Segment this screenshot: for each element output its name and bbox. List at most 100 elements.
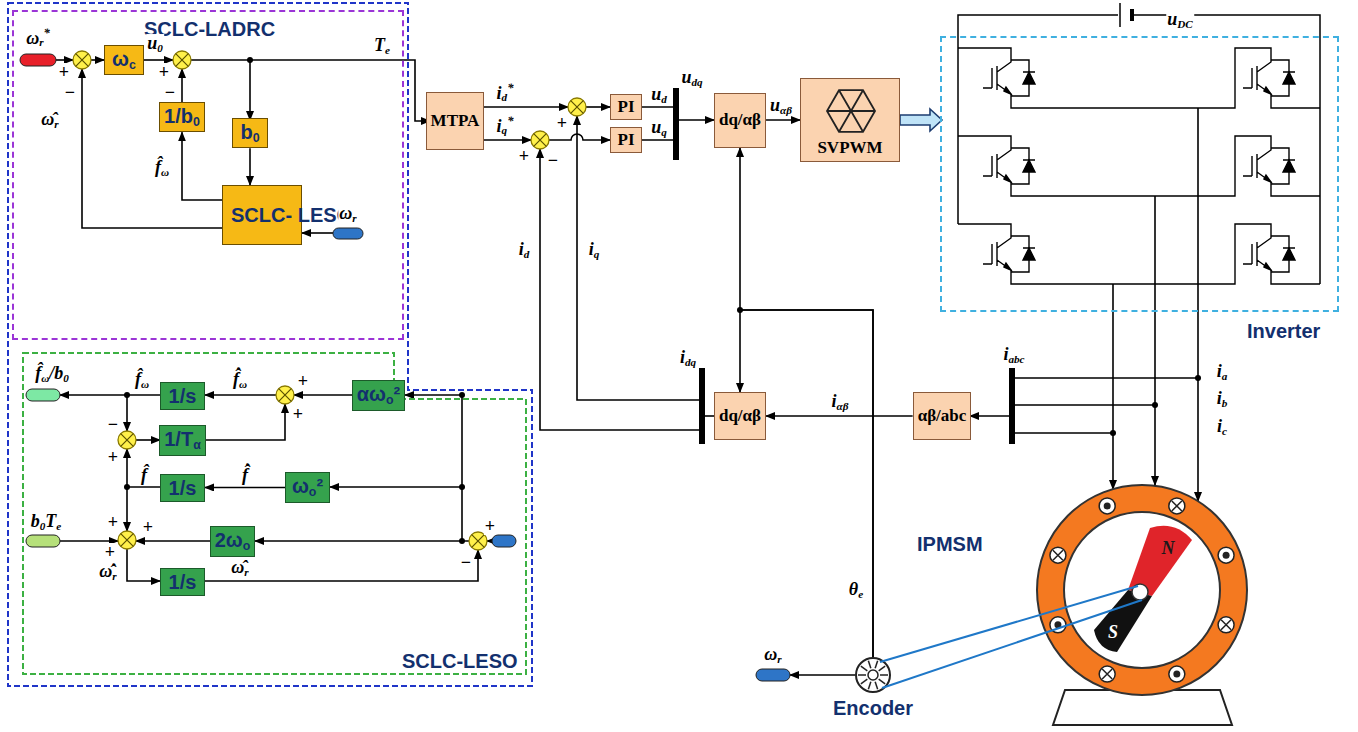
summing-junction <box>121 534 134 547</box>
subscript: c <box>129 58 136 72</box>
signal-label: ωr <box>338 204 357 224</box>
gain-box: ωo² <box>285 472 330 503</box>
signal-label: θe <box>848 580 864 600</box>
encoder-symbol <box>858 674 866 676</box>
box-text: PI <box>618 131 635 150</box>
inverter-region: Inverter <box>942 38 1337 310</box>
gain-box: 1/Tα <box>159 425 206 456</box>
box-text: ωo² <box>292 475 323 500</box>
signal-wire <box>127 486 160 488</box>
encoder-symbol <box>875 661 877 669</box>
inverter-circuit <box>1130 9 1134 21</box>
sign-label: + <box>158 63 170 81</box>
gain-box: 1/b0 <box>159 102 205 133</box>
subscript: q <box>502 124 508 136</box>
igbt-switch <box>983 232 1035 276</box>
summing-junction <box>531 131 549 149</box>
sign-label: + <box>292 405 304 423</box>
subscript: r <box>352 212 356 224</box>
region-outline <box>8 3 532 686</box>
signal-label: ωr <box>763 645 782 665</box>
subscript: r <box>54 118 58 130</box>
sign-label: − <box>164 83 176 101</box>
signal-label: ic <box>1216 417 1228 437</box>
summing-junction <box>118 431 136 449</box>
igbt-switch <box>1004 263 1011 270</box>
igbt-switch <box>1271 188 1320 196</box>
signal-wire <box>302 232 333 234</box>
junction-dot <box>247 57 253 63</box>
motor: IPMSM <box>1035 485 1250 700</box>
subscript: o <box>243 539 251 553</box>
summing-junction <box>176 54 189 67</box>
stator-coil <box>1169 666 1185 682</box>
summing-junction <box>173 51 191 69</box>
subscript: r <box>112 570 116 582</box>
signal-label: S <box>1107 623 1119 641</box>
signal-wire <box>127 549 160 581</box>
stator-coil <box>1102 669 1112 679</box>
box-text: SCLC- LESO <box>231 204 293 226</box>
signal-wire <box>480 106 568 108</box>
sign-label: − <box>547 151 559 169</box>
subscript: α <box>193 438 201 452</box>
subscript: 0 <box>63 372 69 384</box>
signal-wire <box>205 394 276 396</box>
gain-box: αωo² <box>352 380 405 411</box>
box-text: αωo² <box>357 383 400 408</box>
gain-box: b0 <box>232 118 268 149</box>
signal-label: ω̂̇r <box>98 562 117 582</box>
connector <box>766 119 800 121</box>
stator-coil <box>1172 501 1182 511</box>
igbt-switch <box>1004 175 1011 182</box>
subscript: r <box>777 653 781 665</box>
junction-dot <box>1195 375 1201 381</box>
transform-box: dq/αβ <box>714 93 766 148</box>
signal-wire <box>549 134 610 140</box>
bus-bar <box>673 88 1015 444</box>
superscript: * <box>507 114 513 128</box>
observer-region <box>23 353 526 674</box>
box-text: SVPWM <box>817 139 882 158</box>
signal-wire <box>56 59 73 61</box>
sign-label: − <box>64 83 76 101</box>
stator-coil <box>1099 666 1115 682</box>
signal-wire <box>126 449 128 487</box>
igbt-switch <box>1004 87 1011 94</box>
subscript: ω <box>161 166 169 178</box>
signal-wire <box>191 60 430 121</box>
signal-wire <box>480 139 531 141</box>
signal-wire <box>60 540 118 542</box>
connector <box>766 415 913 417</box>
signal-label: ωr* <box>25 27 51 48</box>
signal-wire <box>60 394 160 396</box>
signal-label: f̂̇ <box>241 466 249 484</box>
subscript: e <box>56 520 61 532</box>
signal-label: u0 <box>146 34 164 54</box>
inverter-circuit <box>958 3 1320 284</box>
junction-dot <box>459 484 465 490</box>
subscript: d <box>524 248 530 260</box>
igbt-switch <box>1271 100 1320 108</box>
signal-wire <box>144 59 173 61</box>
junction-dot <box>124 484 130 490</box>
subscript: ω <box>141 378 149 390</box>
region-title: IPMSM <box>917 533 983 555</box>
signal-label: udq <box>680 68 703 88</box>
encoder-symbol <box>861 679 867 684</box>
stator-coil <box>1173 671 1180 678</box>
subscript: DC <box>1177 18 1193 30</box>
signal-label: ib <box>1216 389 1229 409</box>
igbt-switch <box>1271 276 1320 284</box>
subscript: q <box>661 126 667 138</box>
signal-terminal <box>333 228 363 239</box>
sign-label: + <box>518 147 530 165</box>
connector <box>900 109 942 131</box>
signal-wire <box>126 487 128 531</box>
signal-label: iabc <box>1002 345 1025 365</box>
junction-dot <box>124 57 1201 544</box>
encoder-symbol <box>879 679 885 684</box>
subscript: abc <box>1008 353 1024 365</box>
igbt-switch <box>1264 175 1271 182</box>
